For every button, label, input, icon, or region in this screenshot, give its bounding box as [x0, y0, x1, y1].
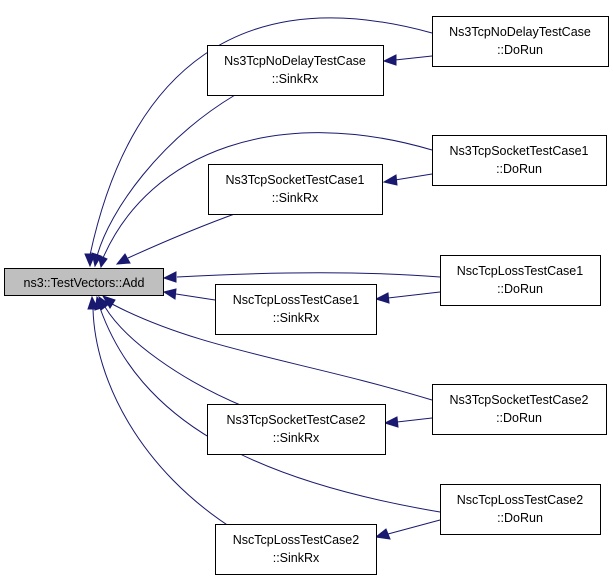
arrowhead: [382, 54, 397, 66]
arrowhead: [162, 271, 177, 283]
node-label: ns3::TestVectors::Add: [24, 276, 145, 290]
arrowhead: [162, 288, 177, 300]
arrowhead: [383, 416, 399, 428]
edge-nscloss2-dorun-to-sinkrx: [387, 519, 441, 535]
edge-socket2-dorun-to-root: [111, 303, 433, 401]
node-socket1-dorun[interactable]: Ns3TcpSocketTestCase1 ::DoRun: [432, 135, 607, 186]
edge-nscloss2-sinkrx-to-root: [92, 308, 236, 531]
node-nscloss1-dorun[interactable]: NscTcpLossTestCase1 ::DoRun: [440, 255, 601, 306]
node-label-line1: Ns3TcpNoDelayTestCase: [224, 54, 366, 68]
edge-nodelay-dorun-to-sinkrx: [394, 55, 433, 61]
arrowhead: [374, 292, 390, 304]
node-label-line1: Ns3TcpSocketTestCase1: [226, 173, 365, 187]
node-label-line2: ::DoRun: [496, 411, 542, 425]
node-label-line1: Ns3TcpNoDelayTestCase: [449, 25, 591, 39]
node-label-line1: NscTcpLossTestCase1: [457, 264, 583, 278]
arrowhead: [382, 174, 398, 186]
edge-nscloss1-dorun-to-sinkrx: [387, 291, 441, 299]
node-label-line1: NscTcpLossTestCase2: [233, 533, 359, 547]
edge-socket1-dorun-to-sinkrx: [394, 173, 433, 181]
node-label-line2: ::SinkRx: [273, 311, 320, 325]
node-nodelay-sinkrx[interactable]: Ns3TcpNoDelayTestCase ::SinkRx: [207, 45, 384, 96]
node-label-line2: ::DoRun: [497, 43, 543, 57]
edge-nscloss1-sinkrx-to-root: [175, 293, 216, 301]
node-label-line1: Ns3TcpSocketTestCase1: [450, 144, 589, 158]
node-nscloss2-sinkrx[interactable]: NscTcpLossTestCase2 ::SinkRx: [215, 524, 377, 575]
node-socket1-sinkrx[interactable]: Ns3TcpSocketTestCase1 ::SinkRx: [208, 164, 383, 215]
edge-nodelay-dorun-to-root: [89, 17, 433, 256]
node-label-line2: ::SinkRx: [272, 191, 319, 205]
node-label-line2: ::SinkRx: [272, 72, 319, 86]
node-label-line1: Ns3TcpSocketTestCase2: [227, 413, 366, 427]
node-socket2-sinkrx[interactable]: Ns3TcpSocketTestCase2 ::SinkRx: [207, 404, 386, 455]
node-label-line2: ::DoRun: [497, 282, 543, 296]
node-nscloss1-sinkrx[interactable]: NscTcpLossTestCase1 ::SinkRx: [215, 284, 377, 335]
node-label-line2: ::DoRun: [497, 511, 543, 525]
arrowhead: [374, 528, 391, 540]
node-label-line1: NscTcpLossTestCase1: [233, 293, 359, 307]
node-socket2-dorun[interactable]: Ns3TcpSocketTestCase2 ::DoRun: [432, 384, 607, 435]
edge-socket1-dorun-to-root: [102, 132, 433, 259]
node-root[interactable]: ns3::TestVectors::Add: [4, 268, 164, 296]
arrowhead: [97, 254, 108, 269]
node-label-line2: ::DoRun: [496, 162, 542, 176]
node-nodelay-dorun[interactable]: Ns3TcpNoDelayTestCase ::DoRun: [432, 16, 609, 67]
node-label-line2: ::SinkRx: [273, 551, 320, 565]
edge-socket1-sinkrx-to-root: [127, 211, 241, 259]
node-label-line2: ::SinkRx: [273, 431, 320, 445]
node-label-line1: NscTcpLossTestCase2: [457, 493, 583, 507]
edge-nodelay-sinkrx-to-root: [96, 94, 236, 257]
edge-nscloss1-dorun-to-root: [176, 272, 441, 278]
node-label-line1: Ns3TcpSocketTestCase2: [450, 393, 589, 407]
edge-socket2-sinkrx-to-root: [104, 306, 246, 408]
edge-socket2-dorun-to-sinkrx: [396, 417, 433, 423]
arrowhead: [87, 295, 99, 310]
node-nscloss2-dorun[interactable]: NscTcpLossTestCase2 ::DoRun: [440, 484, 601, 535]
arrowhead: [115, 253, 131, 265]
